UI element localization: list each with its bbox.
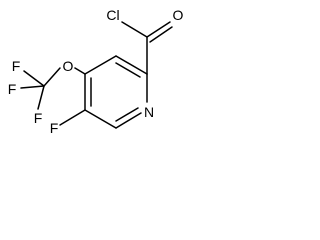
cf3-fluorine-left-label: F xyxy=(8,81,17,97)
ring-fluorine-label: F xyxy=(50,120,59,136)
chlorine-label: Cl xyxy=(106,7,119,23)
pyridine-ring xyxy=(84,55,148,129)
double-bond-c2-c3 xyxy=(115,62,141,78)
bond-c5-c6 xyxy=(84,109,117,129)
bond-cf3-f-bottom xyxy=(37,85,45,110)
bond-c3-c4 xyxy=(84,55,117,75)
bond-carbonyl-cl xyxy=(121,21,148,38)
acyl-chloride-group xyxy=(121,21,173,75)
bond-c5-f xyxy=(59,109,86,126)
bond-cf3-f-top xyxy=(23,70,45,87)
bond-c3-o xyxy=(74,67,86,75)
bond-c6-n1 xyxy=(115,112,142,129)
chemical-structure: Cl O O N F F F F xyxy=(8,7,184,136)
carbonyl-oxygen-label: O xyxy=(173,7,184,23)
bond-cf3-f-left xyxy=(20,85,45,89)
cf3-fluorine-bottom-label: F xyxy=(34,110,43,126)
nitrogen-label: N xyxy=(144,104,154,120)
ether-oxygen-label: O xyxy=(63,58,74,74)
bond-c2-c3 xyxy=(115,55,148,75)
bond-carbonyl-o-2 xyxy=(149,26,173,43)
bond-o-cf3 xyxy=(43,67,61,87)
double-bond-c6-n1 xyxy=(115,107,139,122)
bond-carbonyl-o-1 xyxy=(146,21,171,38)
trifluoromethoxy-group xyxy=(20,67,86,110)
cf3-fluorine-top-label: F xyxy=(12,58,21,74)
